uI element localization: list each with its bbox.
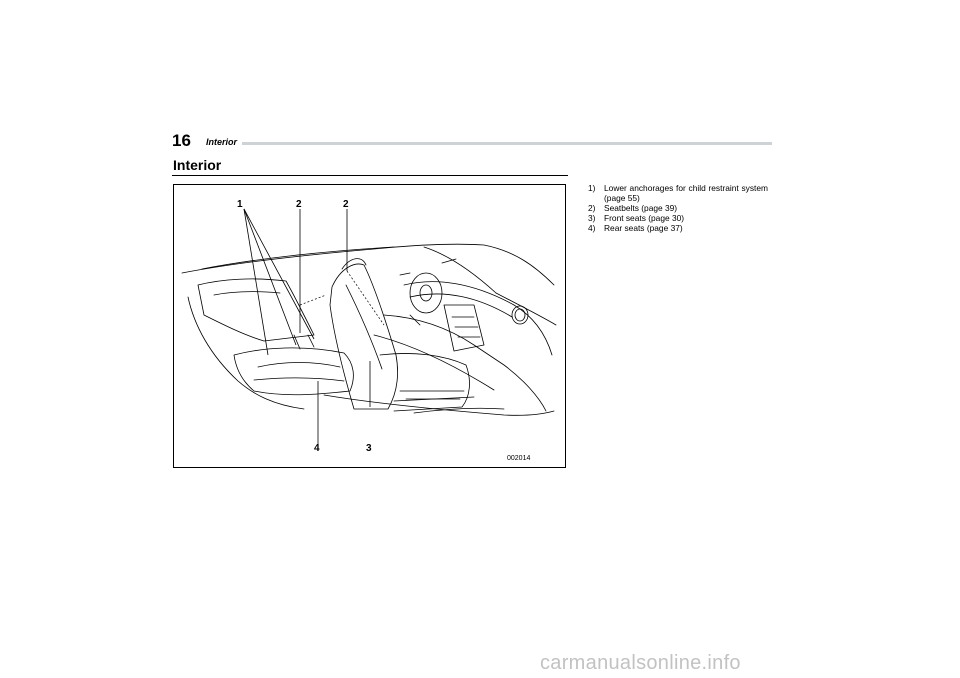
legend-number: 1) (588, 183, 596, 193)
callout-label-2a: 2 (296, 199, 302, 210)
figure-code: 002014 (507, 455, 531, 462)
legend-text: Front seats (page 30) (604, 213, 685, 223)
page-number: 16 (172, 131, 191, 150)
legend-number: 4) (588, 223, 596, 233)
legend-item: 2) Seatbelts (page 39) (588, 203, 768, 213)
callout-label-1: 1 (237, 199, 243, 210)
legend-text: Rear seats (page 37) (604, 223, 683, 233)
site-watermark: carmanualsonline.info (540, 652, 741, 674)
running-header: Interior (206, 137, 238, 147)
callout-label-2b: 2 (343, 199, 349, 210)
legend-text: Lower anchorages for child restraint sys… (604, 183, 768, 203)
callout-label-3: 3 (366, 443, 372, 454)
legend-number: 2) (588, 203, 596, 213)
title-underline (172, 175, 568, 176)
legend-number: 3) (588, 213, 596, 223)
section-title: Interior (173, 157, 222, 173)
interior-illustration: 1 2 2 4 3 002014 (173, 184, 566, 468)
callout-legend: 1) Lower anchorages for child restraint … (588, 183, 768, 233)
legend-item: 1) Lower anchorages for child restraint … (588, 183, 768, 203)
header-rule (242, 142, 772, 145)
legend-item: 3) Front seats (page 30) (588, 213, 768, 223)
callout-label-4: 4 (314, 443, 320, 454)
legend-item: 4) Rear seats (page 37) (588, 223, 768, 233)
car-interior-drawing (181, 208, 557, 445)
legend-text: Seatbelts (page 39) (604, 203, 678, 213)
